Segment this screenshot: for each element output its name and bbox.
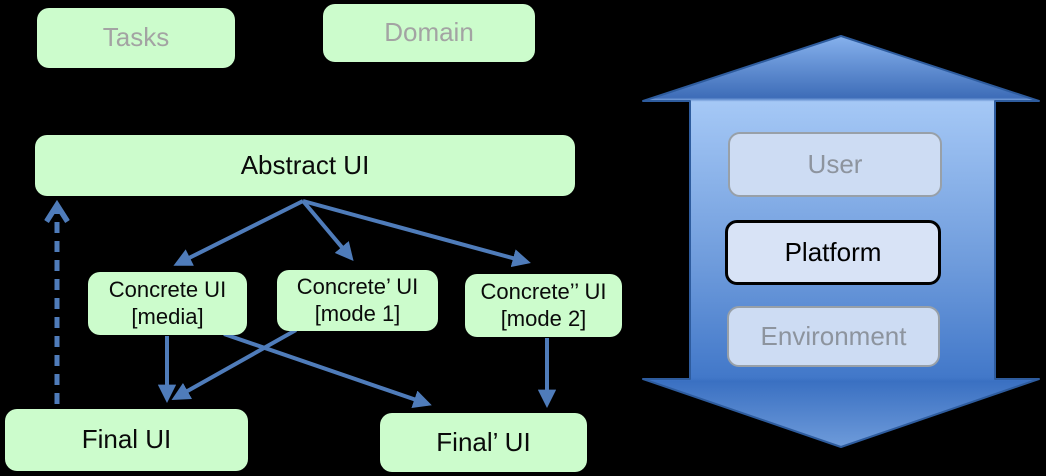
box-final-ui: Final UI <box>5 409 248 471</box>
box-tasks-label: Tasks <box>102 22 170 53</box>
edge-media-to-final-prime <box>223 332 432 409</box>
context-box-platform: Platform <box>725 220 941 285</box>
context-platform-label: Platform <box>784 237 882 267</box>
context-box-environment: Environment <box>727 306 940 367</box>
box-concrete-ui-mode2: Concrete’’ UI [mode 2] <box>465 274 622 337</box>
concrete-mode1-line2: [mode 1] <box>314 300 401 326</box>
concrete-mode2-line2: [mode 2] <box>500 305 587 331</box>
box-concrete-ui-mode1: Concrete’ UI [mode 1] <box>277 270 438 331</box>
edge-abstract-to-concrete-mode2 <box>302 199 531 268</box>
concrete-media-line1: Concrete UI <box>108 277 227 303</box>
box-domain: Domain <box>323 4 535 62</box>
box-concrete-ui-media: Concrete UI [media] <box>88 272 247 335</box>
box-final-prime-ui-label: Final’ UI <box>436 426 531 457</box>
edge-abstract-to-concrete-media <box>173 199 304 266</box>
edge-abstract-to-concrete-mode1 <box>301 199 354 262</box>
box-tasks: Tasks <box>37 8 235 68</box>
box-domain-label: Domain <box>384 17 474 48</box>
box-abstract-ui-label: Abstract UI <box>240 149 370 180</box>
box-final-ui-label: Final UI <box>81 424 172 455</box>
concrete-mode2-line1: Concrete’’ UI <box>480 279 607 305</box>
context-box-user: User <box>728 132 942 197</box>
concrete-mode1-line1: Concrete’ UI <box>296 274 419 300</box>
concrete-media-line2: [media] <box>131 303 204 329</box>
context-environment-label: Environment <box>760 321 907 351</box>
box-final-prime-ui: Final’ UI <box>380 413 587 472</box>
edge-mode1-to-final <box>171 328 297 400</box>
context-user-label: User <box>807 149 863 179</box>
box-abstract-ui: Abstract UI <box>35 135 575 196</box>
